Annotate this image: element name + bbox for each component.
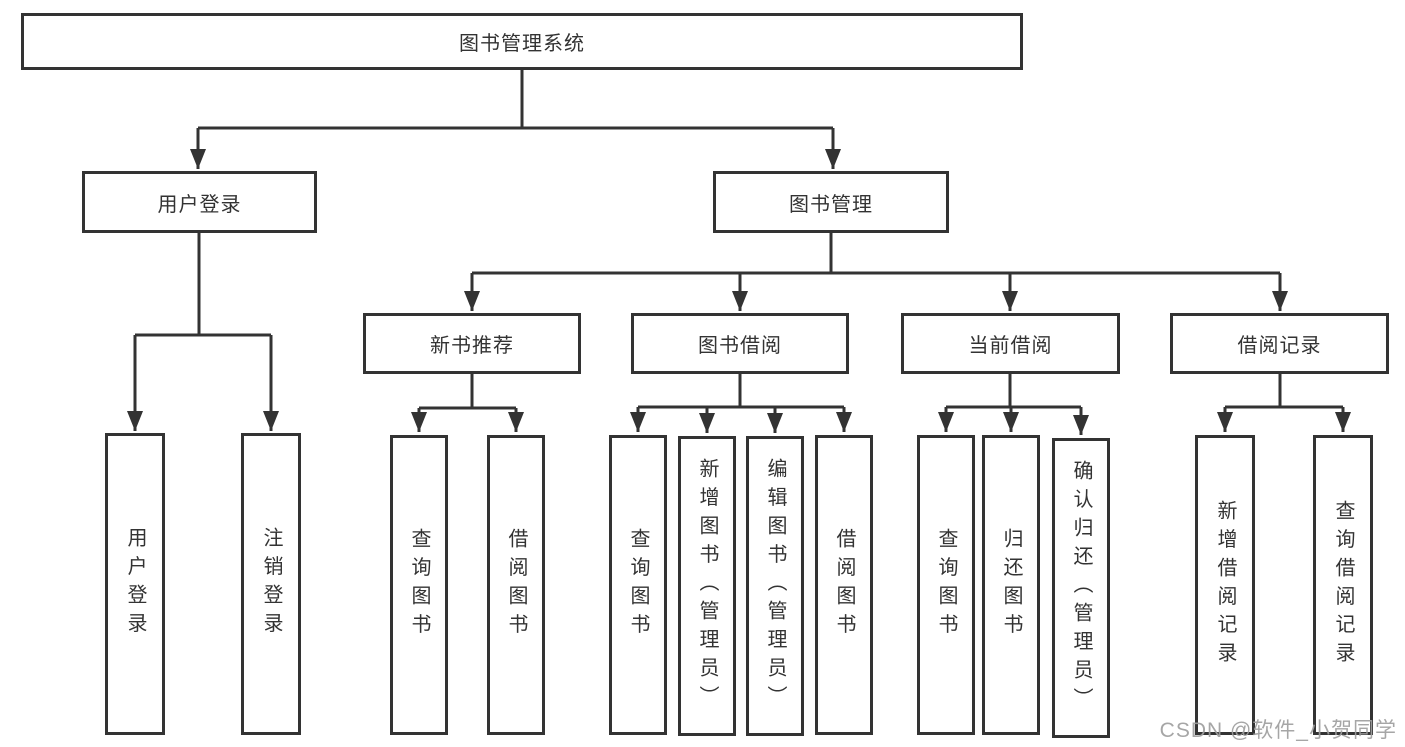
node-label: 注销登录 — [260, 527, 282, 641]
node-cb-return-books: 归还图书 — [982, 435, 1040, 735]
node-label: 图书借阅 — [698, 335, 782, 357]
node-label: 图书管理 — [789, 193, 873, 216]
watermark: CSDN @软件_小贺同学 — [1159, 719, 1397, 742]
node-nbr-borrow-books: 借阅图书 — [487, 435, 545, 735]
node-book-borrowing: 图书借阅 — [631, 313, 849, 374]
node-label: 图书管理系统 — [459, 33, 585, 55]
node-current-borrowing: 当前借阅 — [901, 313, 1120, 374]
node-label: 借阅图书 — [833, 528, 855, 642]
node-label: 确认归还（管理员） — [1070, 460, 1092, 716]
node-user-login-action: 用户登录 — [105, 433, 165, 735]
node-book-management: 图书管理 — [713, 171, 949, 233]
node-cb-query-books: 查询图书 — [917, 435, 975, 735]
node-bb-edit-books-admin: 编辑图书（管理员） — [746, 436, 804, 736]
node-label: 查询图书 — [627, 528, 649, 642]
node-label: 用户登录 — [124, 527, 146, 641]
node-bb-borrow-books: 借阅图书 — [815, 435, 873, 735]
node-label: 查询图书 — [935, 528, 957, 642]
node-label: 新书推荐 — [430, 335, 514, 357]
node-label: 编辑图书（管理员） — [764, 458, 786, 714]
node-label: 当前借阅 — [968, 335, 1053, 357]
node-library-system: 图书管理系统 — [21, 13, 1023, 70]
node-label: 用户登录 — [157, 193, 242, 216]
node-logout-action: 注销登录 — [241, 433, 301, 735]
node-br-query-record: 查询借阅记录 — [1313, 435, 1373, 735]
node-borrow-records: 借阅记录 — [1170, 313, 1389, 374]
node-br-add-record: 新增借阅记录 — [1195, 435, 1255, 735]
node-user-login: 用户登录 — [82, 171, 317, 233]
node-label: 归还图书 — [1000, 528, 1022, 642]
node-cb-confirm-return-admin: 确认归还（管理员） — [1052, 438, 1110, 738]
node-new-book-recommend: 新书推荐 — [363, 313, 581, 374]
node-label: 新增借阅记录 — [1214, 499, 1236, 671]
node-label: 查询图书 — [408, 528, 430, 642]
node-label: 借阅记录 — [1237, 335, 1322, 357]
node-label: 借阅图书 — [505, 528, 527, 642]
node-label: 新增图书（管理员） — [696, 458, 718, 714]
node-bb-add-books-admin: 新增图书（管理员） — [678, 436, 736, 736]
node-bb-query-books: 查询图书 — [609, 435, 667, 735]
node-label: 查询借阅记录 — [1332, 499, 1354, 671]
node-nbr-query-books: 查询图书 — [390, 435, 448, 735]
